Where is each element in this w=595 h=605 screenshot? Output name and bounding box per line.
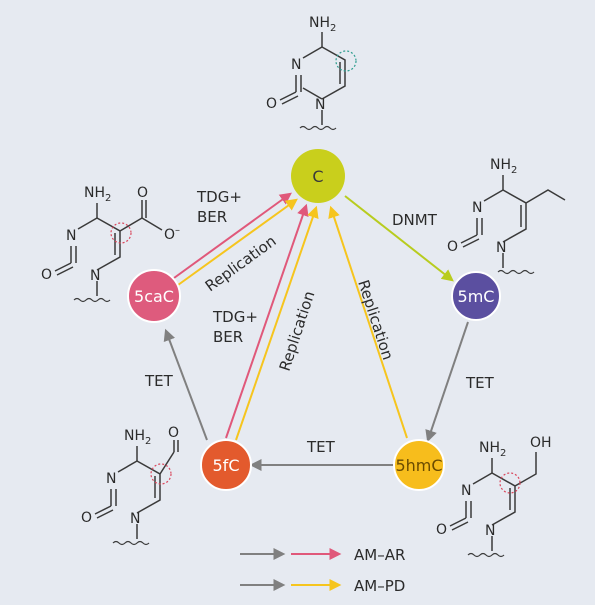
fc-nh2: NH2 (124, 428, 151, 447)
structure-5mc: NH2 N N O (447, 157, 566, 275)
edge-labels: DNMT TET TET TET TDG+ BER TDG+ BER Repli… (144, 188, 495, 456)
cac-o: O (41, 267, 52, 283)
node-5hmc: 5hmC (393, 439, 445, 491)
label-dnmt: DNMT (392, 211, 438, 229)
label-tdg-top-2: BER (197, 208, 227, 226)
mc-n3: N (472, 200, 482, 216)
label-tdg-top-1: TDG+ (196, 188, 242, 206)
structure-5fc: NH2 O N N O (81, 425, 179, 546)
structure-5hmc: NH2 OH N N O (436, 435, 552, 558)
cytosine-nh2: NH2 (309, 15, 336, 34)
fc-o: O (81, 510, 92, 526)
arrow-dnmt (344, 195, 454, 282)
node-5mc-label: 5mC (458, 287, 495, 306)
structure-cytosine: NH2 N N O (266, 15, 357, 131)
legend-pd-label: AM–PD (354, 577, 405, 595)
node-c: C (291, 149, 345, 203)
hmc-oh: OH (530, 435, 552, 451)
arrow-fc-c-yellow (235, 205, 319, 441)
cac-nh2: NH2 (84, 185, 111, 204)
arrows (163, 192, 469, 471)
arrow-tet-mc-hmc (425, 321, 469, 443)
node-5fc: 5fC (200, 439, 252, 491)
hmc-n1: N (485, 523, 495, 539)
cytosine-n3: N (291, 57, 301, 73)
hmc-o: O (436, 522, 447, 538)
cytosine-o: O (266, 96, 277, 112)
legend-pd: AM–PD (240, 577, 405, 595)
cac-o-top: O (137, 185, 148, 201)
fc-n3: N (106, 471, 116, 487)
label-replication-cac: Replication (202, 232, 280, 295)
node-c-label: C (312, 167, 323, 186)
cytosine-n1: N (315, 97, 325, 113)
cac-n3: N (66, 228, 76, 244)
structure-5cac: NH2 O O– N N O (41, 185, 180, 303)
mc-o: O (447, 239, 458, 255)
arrow-tet-fc-cac (163, 328, 208, 441)
node-5hmc-label: 5hmC (395, 456, 442, 475)
legend-ar-label: AM–AR (354, 546, 405, 564)
label-replication-hmc: Replication (354, 278, 397, 363)
legend: AM–AR AM–PD (240, 546, 405, 595)
cac-o-minus: O– (164, 225, 180, 243)
label-tdg-mid-1: TDG+ (212, 308, 258, 326)
hmc-n3: N (461, 483, 471, 499)
mc-nh2: NH2 (490, 157, 517, 176)
label-tet-right: TET (465, 374, 495, 392)
legend-ar: AM–AR (240, 546, 405, 564)
node-5fc-label: 5fC (213, 456, 240, 475)
label-tet-left: TET (144, 372, 174, 390)
hmc-nh2: NH2 (479, 440, 506, 459)
arrow-hmc-c-yellow (328, 205, 408, 439)
cac-n1: N (90, 268, 100, 284)
node-5mc: 5mC (451, 271, 501, 321)
arrow-fc-c-pink (225, 203, 309, 439)
arrow-cac-c-yellow (177, 198, 298, 286)
node-5cac-label: 5caC (134, 287, 174, 306)
fc-n1: N (130, 511, 140, 527)
node-5cac: 5caC (127, 269, 181, 323)
fc-o-top: O (168, 425, 179, 441)
arrow-cac-c-pink (173, 192, 292, 279)
label-tdg-mid-2: BER (213, 328, 243, 346)
mc-n1: N (496, 240, 506, 256)
label-replication-fc: Replication (276, 289, 319, 374)
label-tet-bottom: TET (306, 438, 336, 456)
